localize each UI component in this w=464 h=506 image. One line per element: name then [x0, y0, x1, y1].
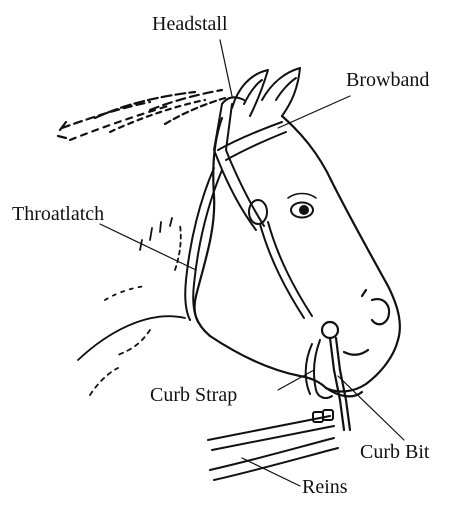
- reins-shape: [208, 410, 338, 480]
- curb-bit-shape: [322, 322, 350, 430]
- head-outline: [195, 116, 400, 396]
- label-reins: Reins: [302, 477, 348, 497]
- cheek-ring: [249, 200, 267, 224]
- label-throatlatch: Throatlatch: [12, 204, 104, 224]
- eye: [288, 194, 316, 218]
- mane-strokes: [58, 90, 225, 140]
- nostril: [362, 290, 389, 324]
- ears: [232, 68, 300, 116]
- neck-outline: [78, 218, 185, 395]
- label-browband: Browband: [346, 70, 429, 90]
- cheek-strap: [260, 222, 312, 318]
- label-headstall: Headstall: [152, 14, 228, 34]
- leader-lines: [100, 40, 404, 486]
- label-curb-bit: Curb Bit: [360, 442, 429, 462]
- throatlatch-strap: [185, 168, 222, 322]
- label-curb-strap: Curb Strap: [150, 385, 237, 405]
